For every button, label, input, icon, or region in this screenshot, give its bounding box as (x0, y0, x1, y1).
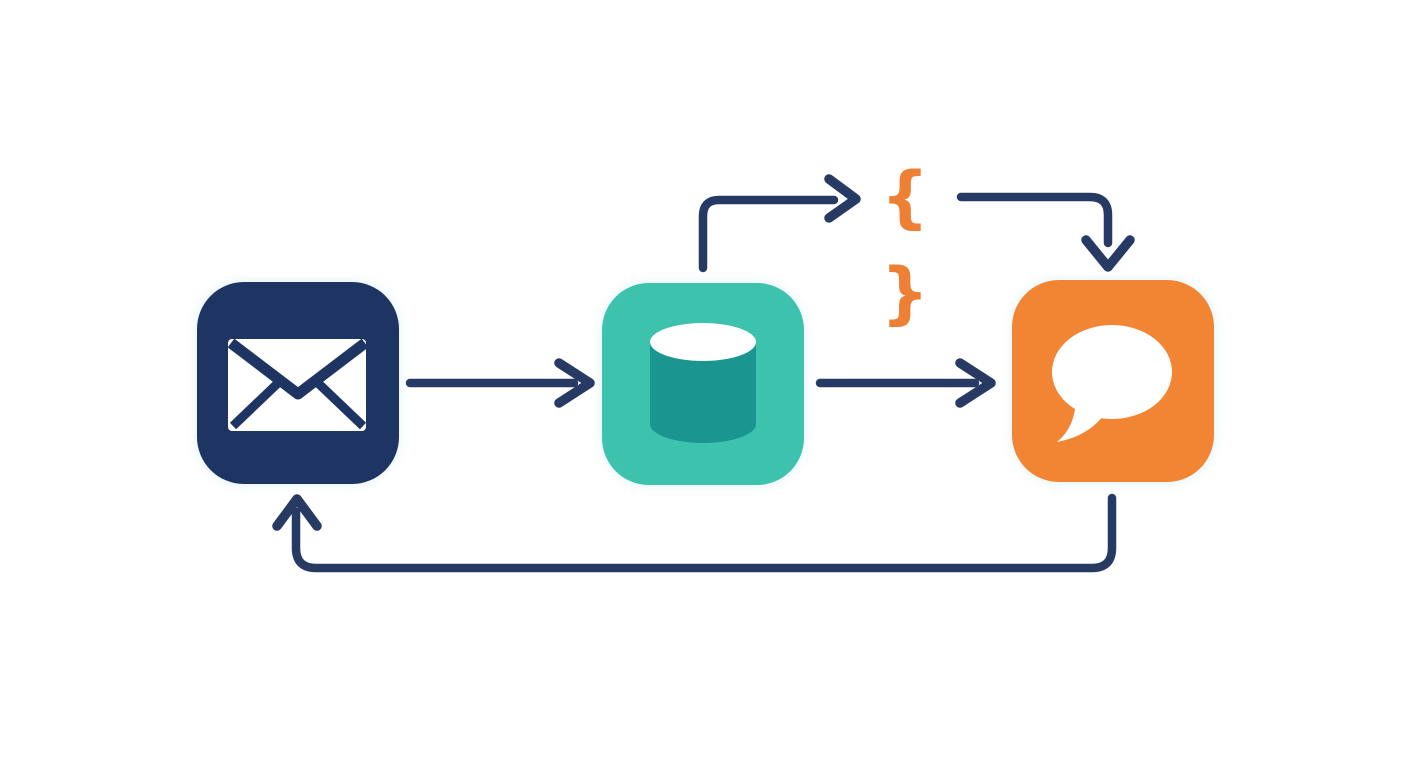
chat-node (1012, 280, 1214, 482)
speech-bubble-icon (1052, 325, 1172, 442)
envelope-icon (227, 338, 369, 431)
arrow-email-to-database (405, 358, 595, 408)
arrow-feedback-loop-chat-to-email (272, 493, 1117, 573)
json-braces: { } (880, 158, 934, 333)
arrow-database-to-braces (698, 174, 861, 273)
arrow-braces-to-chat (956, 192, 1135, 272)
database-cylinder-icon (650, 323, 756, 443)
arrow-database-to-chat (815, 358, 996, 408)
database-node (602, 283, 804, 485)
email-node (197, 282, 399, 484)
